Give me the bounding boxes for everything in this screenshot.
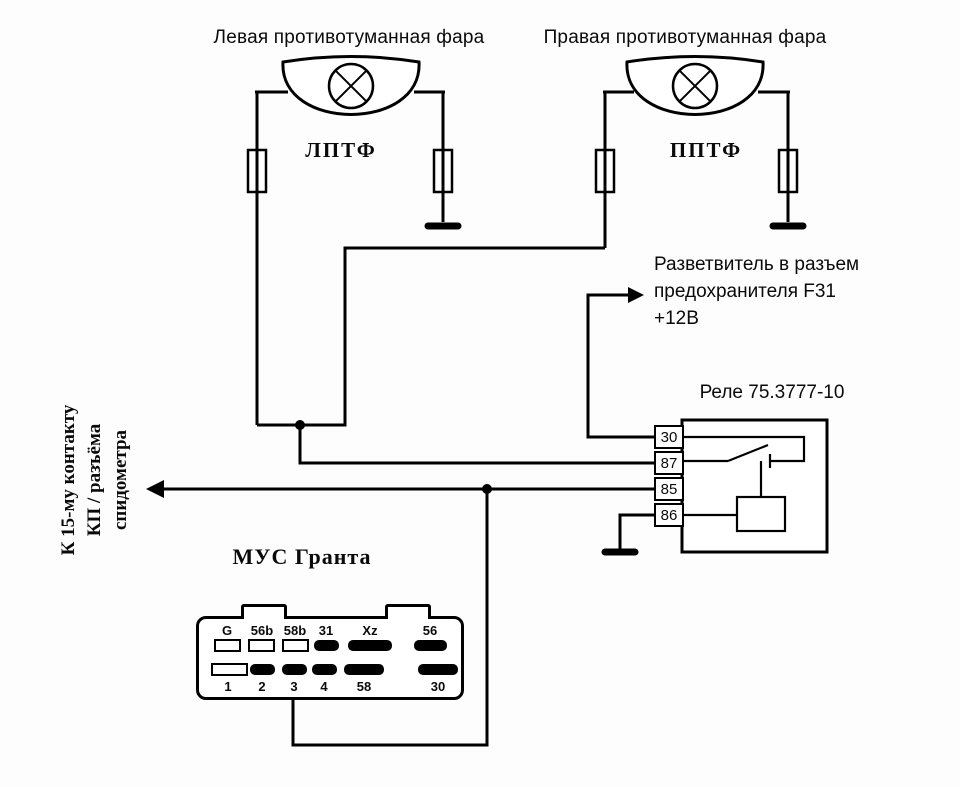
muc-pin-label-31: 31 [318, 623, 334, 638]
muc-pin-slot-31 [314, 640, 339, 651]
wires-group [152, 90, 790, 747]
muc-pin-slot-Xz [348, 640, 392, 651]
relay-pin-86: 86 [654, 503, 684, 527]
muc-pin-label-3: 3 [290, 679, 298, 694]
relay-body [680, 418, 829, 554]
muc-pin-slot-58 [344, 664, 384, 675]
right-lamp-title: Правая противотуманная фара [543, 27, 827, 48]
speedometer-connector-note: К 15-му контакту КП / разъёма спидометра [58, 404, 131, 556]
relay-contact-icon [682, 435, 806, 468]
muc-pin-slot-30 [418, 664, 458, 675]
relay-coil-icon [735, 495, 787, 533]
muc-title: МУС Гранта [232, 544, 372, 569]
muc-pin-label-2: 2 [258, 679, 266, 694]
relay-pin-85: 85 [654, 477, 684, 501]
muc-pin-slot-56b [248, 639, 275, 652]
muc-connector-tab [241, 604, 287, 619]
muc-pin-slot-3 [282, 664, 307, 675]
left-lamp-title: Левая противотуманная фара [213, 27, 485, 48]
muc-pin-label-G: G [221, 623, 233, 638]
muc-pin-slot-G [214, 639, 241, 652]
junction-dot [482, 484, 492, 494]
right-lamp-abbr: ППТФ [669, 138, 743, 162]
muc-pin-label-4: 4 [320, 679, 328, 694]
wire-relay-86-to-ground [618, 513, 660, 549]
muc-pin-label-30: 30 [430, 679, 446, 694]
muc-pin-label-1: 1 [224, 679, 232, 694]
wire-to-relay-87 [298, 425, 660, 465]
muc-pin-label-56b: 56b [250, 623, 274, 638]
muc-pin-slot-1 [211, 663, 248, 676]
wire-to-muc-pin-3 [291, 489, 489, 747]
muc-pin-label-Xz: Xz [362, 623, 378, 638]
muc-pin-slot-4 [312, 664, 337, 675]
left-fog-lamp-symbol [281, 55, 421, 116]
fuse-splitter-note: Разветвитель в разъем предохранителя F31… [654, 254, 860, 329]
muc-connector-tab [385, 604, 431, 619]
right-fog-lamp-symbol [625, 55, 765, 116]
lamp-feed-bus [257, 246, 605, 427]
muc-pin-slot-58b [282, 639, 309, 652]
muc-pin-slot-56 [414, 640, 447, 651]
muc-pin-slot-2 [250, 664, 275, 675]
muc-pin-label-58: 58 [356, 679, 372, 694]
arrow-left-icon [146, 480, 164, 498]
muc-connector-body [196, 616, 464, 700]
relay-pin-87: 87 [654, 451, 684, 475]
arrow-right-icon [628, 287, 644, 303]
relay-title: Реле 75.3777-10 [699, 382, 845, 403]
junction-dot [295, 420, 305, 430]
muc-pin-label-56: 56 [422, 623, 438, 638]
wire-relay-30-to-fuse-f31 [586, 293, 660, 439]
muc-pin-label-58b: 58b [283, 623, 307, 638]
left-lamp-abbr: ЛПТФ [305, 138, 377, 162]
ground-symbols [424, 222, 807, 556]
relay-symbol [680, 418, 829, 554]
relay-pin-30: 30 [654, 425, 684, 449]
